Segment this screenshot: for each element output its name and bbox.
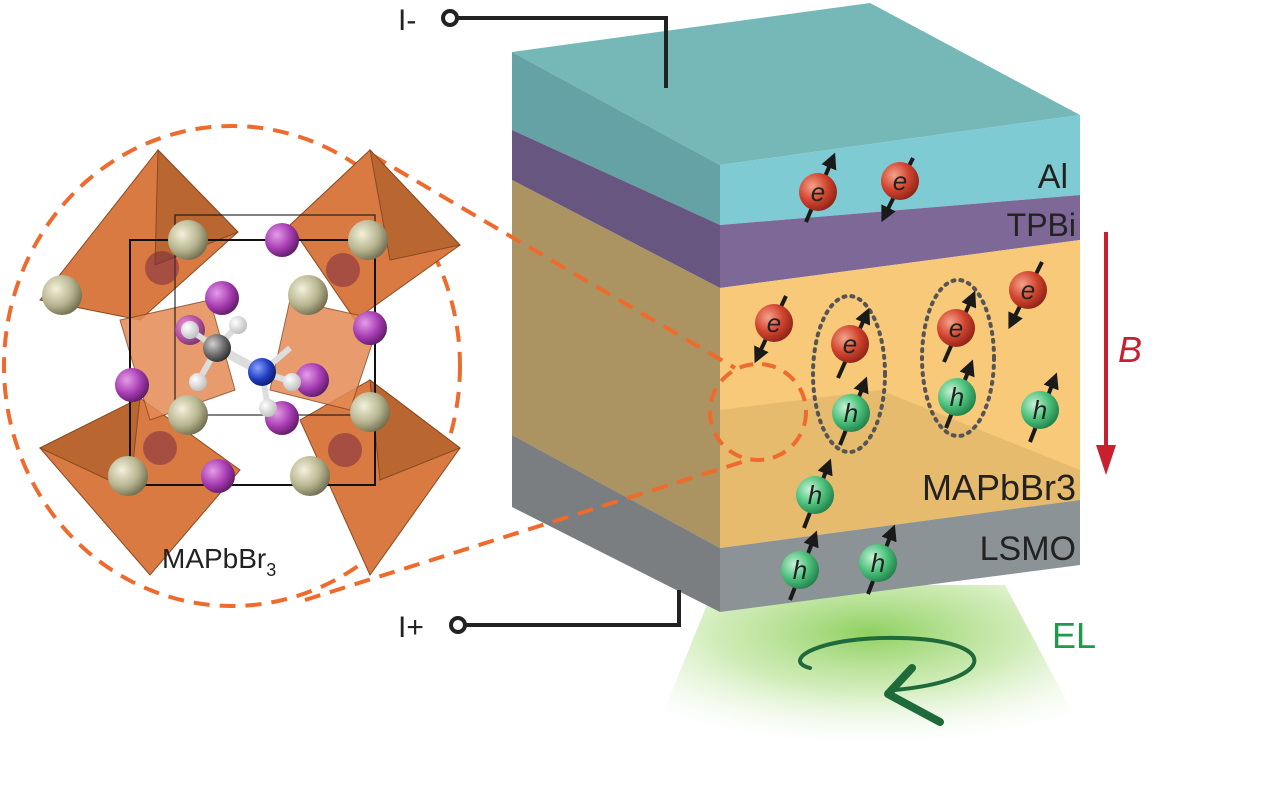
electron-symbol: e (843, 329, 857, 359)
circular-polarization-arrow (798, 635, 977, 726)
terminal-label-positive: I+ (398, 611, 424, 644)
br-atoms (42, 220, 390, 496)
electron-symbol: e (1021, 275, 1035, 305)
terminal-positive (449, 616, 467, 634)
device-stack (512, 3, 1080, 612)
crystal-label: MAPbBr3 (162, 543, 276, 580)
magnetic-field-arrow (1096, 232, 1116, 475)
crystal-structure (38, 148, 462, 577)
wire-positive (449, 590, 681, 634)
hole: h (859, 524, 897, 595)
electron: e (831, 307, 871, 379)
electron: e (1008, 261, 1047, 330)
hole-symbol: h (808, 480, 822, 510)
methylammonium-molecule (181, 316, 301, 417)
crystal-label-subscript: 3 (266, 560, 276, 580)
hydrogen-atom (229, 316, 247, 334)
ghost-atoms (143, 251, 362, 467)
hydrogen-atom (181, 321, 199, 339)
exciton-outline-1 (811, 294, 887, 454)
hydrogen-atom (283, 373, 301, 391)
perovskite-side (512, 180, 720, 548)
terminal-label-negative: I- (398, 4, 416, 37)
electron: e (937, 290, 977, 363)
electron-symbol: e (811, 177, 825, 207)
zoom-callout (2, 124, 808, 608)
carbon-atom (203, 334, 231, 362)
emission-label: EL (1052, 615, 1096, 656)
electron-symbol: e (949, 313, 963, 343)
hole-symbol: h (871, 548, 885, 578)
lsmo-side (512, 435, 720, 612)
electron-symbol: e (893, 166, 907, 196)
pb-atoms (115, 223, 387, 493)
crystal-label-main: MAPbBr (162, 543, 266, 574)
hole: h (781, 530, 819, 601)
tpbi-side (512, 130, 720, 288)
zoom-source-circle (708, 362, 808, 462)
layer-label-mapbbr3: MAPbBr3 (922, 467, 1076, 508)
exciton-outline-2 (920, 278, 996, 438)
hole-symbol: h (844, 398, 858, 428)
hole: h (796, 458, 834, 529)
hole-symbol: h (793, 555, 807, 585)
electron: e (881, 157, 919, 223)
hole-symbol: h (950, 382, 964, 412)
electron: e (799, 152, 837, 223)
zoom-circle (2, 124, 462, 608)
emission-glow (650, 585, 1090, 745)
hole: h (1021, 372, 1059, 443)
layer-label-al: Al (1038, 158, 1068, 196)
layer-label-lsmo: LSMO (980, 530, 1076, 568)
hydrogen-atom (259, 399, 277, 417)
hydrogen-atom (189, 373, 207, 391)
electron: e (754, 295, 793, 364)
al-top (512, 3, 1080, 165)
nitrogen-atom (248, 358, 276, 386)
al-side (512, 52, 720, 225)
wire-negative (441, 9, 668, 88)
hole-symbol: h (1033, 395, 1047, 425)
layer-label-tpbi: TPBi (1007, 207, 1076, 243)
magnetic-field-label: B (1118, 329, 1142, 370)
hole: h (832, 376, 870, 446)
electron-symbol: e (767, 308, 781, 338)
tpbi-front (720, 195, 1080, 288)
hole: h (938, 359, 976, 429)
terminal-negative (441, 9, 459, 27)
